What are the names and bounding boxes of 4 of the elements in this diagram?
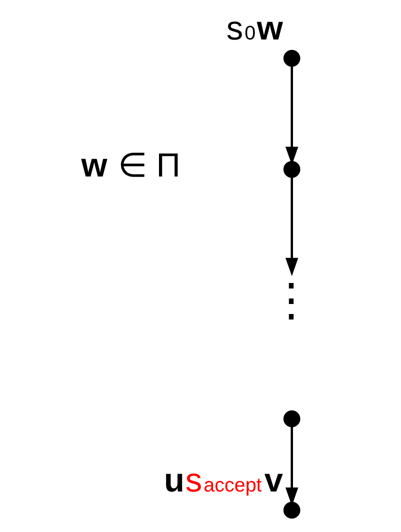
node-text: ⋮ bbox=[268, 274, 314, 326]
node-label: s0w bbox=[226, 10, 282, 48]
label: w ∈ Π bbox=[80, 147, 180, 184]
node-label: usacceptv bbox=[164, 462, 283, 500]
